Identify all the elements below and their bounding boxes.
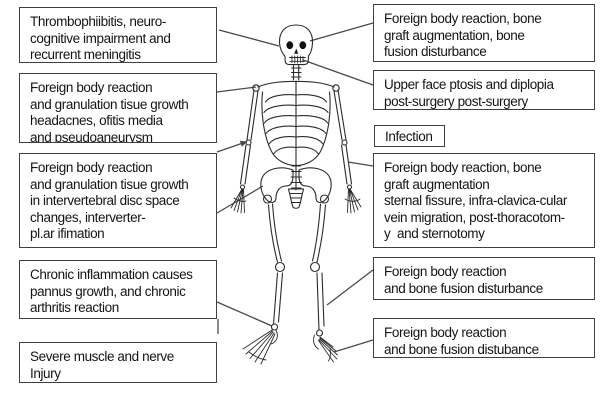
skull	[278, 24, 314, 66]
label-box-right-foot: Foreign body reaction and bone fusion di…	[373, 318, 595, 358]
left-wrist	[239, 184, 246, 190]
skeleton-figure	[230, 24, 362, 365]
right-hand	[344, 188, 362, 214]
right-ankle	[315, 329, 324, 337]
nose	[294, 48, 299, 54]
right-arm	[333, 89, 362, 214]
label-box-right-shin: Foreign body reaction and bone fusion di…	[373, 257, 595, 300]
left-ankle	[270, 323, 279, 331]
leader-line-right-forearm	[347, 161, 374, 167]
right-wrist	[346, 184, 353, 190]
leader-line-left-ankle	[216, 301, 273, 327]
leader-line-right-shin	[326, 269, 374, 306]
left-leg	[242, 203, 286, 365]
leader-line-skull-left	[218, 29, 280, 47]
leader-line-skull-right	[309, 22, 374, 42]
right-elbow	[341, 139, 348, 146]
leader-line-elbow	[216, 141, 245, 153]
eye-right	[299, 41, 307, 50]
leader-line-jaw	[302, 59, 374, 86]
right-leg	[309, 203, 338, 363]
leader-lines	[216, 22, 374, 353]
label-box-skull-right: Foreign body reaction, bone graft augmen…	[373, 4, 595, 62]
label-box-face: Upper face ptosis and diplopia post-surg…	[373, 70, 595, 110]
left-hand	[230, 188, 247, 214]
right-kneecap	[309, 261, 321, 273]
right-foot	[313, 334, 338, 363]
label-box-skull-left: Thrombophiibitis, neuro- cognitive impai…	[19, 7, 217, 63]
left-hip-joint	[262, 194, 273, 204]
right-hip-joint	[319, 194, 330, 204]
left-foot	[242, 329, 278, 365]
left-arm	[230, 89, 259, 214]
label-box-spine-hip: Foreign body reaction and granulation ti…	[19, 153, 217, 248]
pelvis	[260, 167, 332, 209]
clavicles-shoulders	[252, 80, 340, 92]
left-kneecap	[274, 261, 286, 273]
ribcage	[261, 91, 331, 167]
teeth	[289, 55, 306, 64]
label-box-left-ankle: Chronic inflammation causes pannus growt…	[19, 260, 217, 319]
label-box-chest-arm: Foreign body reaction, bone graft augmen…	[373, 153, 595, 248]
leader-line-right-foot	[333, 339, 374, 353]
left-elbow	[245, 139, 252, 146]
leader-line-clavicle	[216, 86, 257, 93]
sacrum	[287, 188, 305, 209]
label-box-shoulder: Foreign body reaction and granulation ti…	[19, 73, 217, 143]
label-box-left-foot: Severe muscle and nerve Injury	[19, 342, 217, 383]
eye-left	[286, 41, 294, 50]
label-box-infection: Infection	[374, 125, 445, 147]
